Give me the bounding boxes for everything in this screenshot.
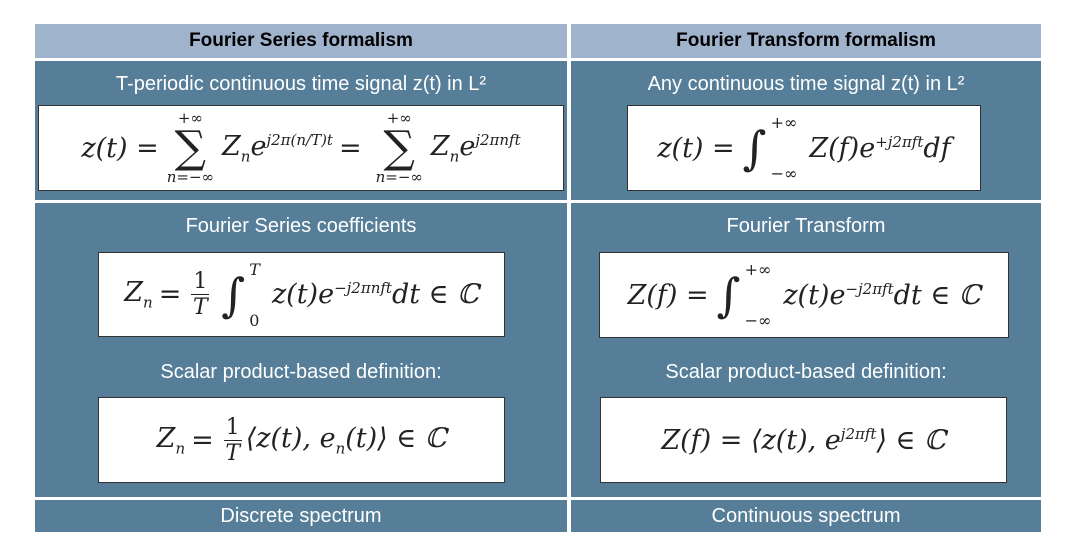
- formula-text: ⟩ ∈ ℂ: [876, 424, 946, 456]
- transform-formula: Z(f) = ∫ +∞ −∞ z(t)e−j2πftdt ∈ ℂ: [599, 252, 1009, 338]
- formula-text: df: [923, 132, 951, 164]
- formula-text: (t)⟩ ∈ ℂ: [345, 422, 447, 454]
- formula-text: j2π(n/T)t: [266, 130, 333, 149]
- series-signal-label: T-periodic continuous time signal z(t) i…: [115, 73, 487, 95]
- formula-text: =: [338, 132, 362, 164]
- formula-text: dt ∈ ℂ: [391, 279, 479, 310]
- transform-scalar-formula: Z(f) = ⟨z(t), ej2πft⟩ ∈ ℂ: [600, 397, 1007, 483]
- formula-text: ∑: [174, 122, 207, 173]
- formula-text: ∫: [716, 268, 741, 322]
- formula-text: n: [175, 439, 186, 458]
- formula-text: T: [249, 259, 260, 279]
- formula-text: ∑: [383, 122, 415, 173]
- formula-text: Z(f) = ⟨z(t), e: [661, 424, 841, 456]
- formula-text: +∞: [744, 260, 772, 279]
- series-scalar-label: Scalar product-based definition:: [160, 361, 442, 383]
- formula-text: n: [143, 293, 153, 312]
- formula-text: n: [449, 147, 460, 166]
- formula-text: j2πnft: [475, 130, 521, 149]
- formula-text: +∞: [770, 113, 798, 132]
- formula-text: −j2πft: [845, 279, 894, 298]
- transform-label: Fourier Transform: [726, 215, 886, 237]
- transform-scalar-label: Scalar product-based definition:: [665, 361, 947, 383]
- formula-text: −∞: [744, 311, 772, 330]
- formula-text: e: [459, 130, 476, 162]
- series-formula: z(t) = +∞∑n=−∞ Znej2π(n/T)t = +∞∑n=−∞ Zn…: [38, 105, 564, 191]
- header-fourier-transform: Fourier Transform formalism: [571, 24, 1041, 58]
- header-fourier-series: Fourier Series formalism: [35, 24, 567, 58]
- formula-text: Z(f) =: [627, 279, 709, 311]
- formula-text: j2πft: [840, 424, 877, 443]
- transform-signal-cell: Any continuous time signal z(t) in L² z(…: [571, 61, 1041, 200]
- formula-text: Z: [430, 130, 450, 162]
- formula-text: Z: [124, 277, 144, 309]
- formula-text: n: [240, 147, 251, 166]
- formula-text: +∞: [386, 109, 412, 127]
- formula-text: ∫: [742, 121, 767, 175]
- formula-text: −∞: [770, 164, 798, 183]
- formula-text: z(t)e: [271, 279, 335, 310]
- formula-text: −j2πnft: [334, 279, 392, 297]
- formula-text: Z(f)e: [809, 132, 876, 164]
- formula-text: +j2πft: [875, 132, 924, 151]
- formula-text: n: [335, 439, 346, 458]
- formula-text: n=−∞: [166, 168, 215, 186]
- formula-text: 0: [249, 310, 260, 330]
- formula-text: z(t) =: [657, 132, 735, 164]
- series-footer: Discrete spectrum: [35, 500, 567, 532]
- formula-text: Z: [222, 130, 241, 162]
- formula-text: ⟨z(t), e: [245, 422, 336, 454]
- inverse-transform-formula: z(t) = ∫ +∞ −∞ Z(f)e+j2πftdf: [627, 105, 981, 191]
- transform-cell: Fourier Transform Z(f) = ∫ +∞ −∞ z(t)e−j2…: [571, 203, 1041, 497]
- formula-text: dt ∈ ℂ: [893, 279, 981, 311]
- formula-text: =: [158, 279, 182, 310]
- formula-text: z(t) =: [81, 132, 159, 164]
- formula-text: T: [225, 440, 241, 466]
- series-coefficients-label: Fourier Series coefficients: [185, 215, 417, 237]
- series-signal-cell: T-periodic continuous time signal z(t) i…: [35, 61, 567, 200]
- formula-text: 1: [191, 269, 210, 295]
- formula-text: Z: [156, 422, 176, 454]
- transform-signal-label: Any continuous time signal z(t) in L²: [647, 73, 965, 95]
- formula-text: e: [250, 130, 267, 162]
- formula-text: ∫: [221, 267, 246, 322]
- transform-footer: Continuous spectrum: [571, 500, 1041, 532]
- formula-text: n=−∞: [375, 168, 423, 186]
- formula-text: 1: [223, 414, 242, 441]
- formula-text: =: [191, 424, 214, 456]
- formula-text: T: [192, 295, 208, 320]
- formula-text: +∞: [177, 109, 203, 127]
- formula-text: z(t)e: [783, 279, 846, 311]
